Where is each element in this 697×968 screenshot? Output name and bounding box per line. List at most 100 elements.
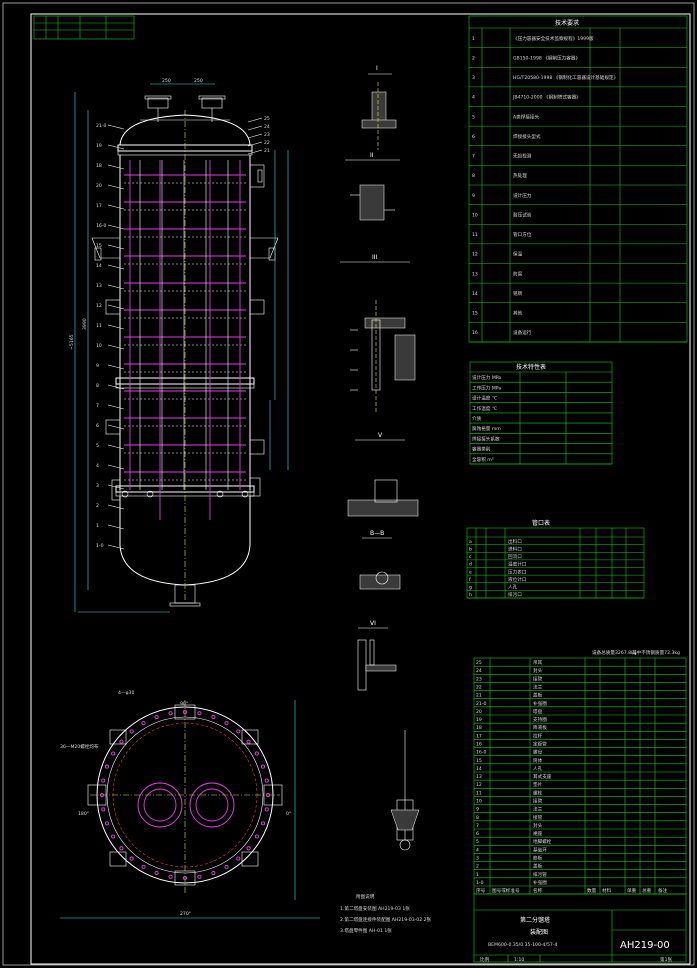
- title-spec: BEM600-0.35/0.35-100-4/57-4: [488, 942, 558, 948]
- parts-row-no: 5: [476, 839, 479, 845]
- parts-row-name: 筒体: [533, 757, 543, 764]
- bolt-hole: [211, 870, 216, 876]
- bolt-hole: [264, 778, 269, 783]
- leader-label: 14: [96, 263, 102, 269]
- parts-row-no: 25: [476, 660, 482, 666]
- mass2-label: 其中不锈钢质量72.3kg: [632, 649, 680, 656]
- leader-line: [247, 133, 263, 139]
- tech-row-no: 16: [472, 330, 478, 336]
- leader-line: [107, 484, 125, 490]
- tech-row-text: 耐压试验: [513, 211, 532, 218]
- tech-row-no: 6: [472, 134, 475, 140]
- leader-label: 10: [96, 343, 102, 349]
- tech-row-no: 7: [472, 154, 475, 160]
- leader-label: 1: [96, 523, 99, 529]
- bolt-hole: [111, 834, 116, 839]
- label-view-III: III: [372, 254, 378, 261]
- leader-line: [107, 124, 125, 130]
- bolt-hole: [129, 729, 134, 734]
- parts-row-name: 封头: [533, 667, 543, 674]
- parts-row-no: 23: [476, 676, 482, 682]
- parts-row-name: 法兰: [533, 684, 543, 691]
- parts-row-name: 垫片: [533, 781, 543, 788]
- bolt-hole: [168, 711, 173, 716]
- bolt-hole: [99, 792, 105, 798]
- parts-row-name: 地脚螺栓: [533, 838, 552, 845]
- parts-row-no: 17: [476, 733, 482, 739]
- bolt-hole: [224, 721, 229, 726]
- leader-label: 24: [264, 124, 270, 130]
- leader-line: [247, 125, 263, 131]
- parts-row-name: 接管: [533, 814, 543, 821]
- tech-row-text: 《压力容器安全技术监察规程》1999版: [513, 35, 594, 42]
- leader-line: [107, 184, 125, 190]
- tech-row-no: 11: [472, 232, 478, 238]
- parts-row-name: 定距管: [533, 741, 547, 748]
- nozzle-row-name: 出料口: [508, 538, 522, 545]
- tower-elevation: [91, 95, 279, 607]
- leader-line: [107, 424, 125, 430]
- parts-header-cell: 图号或标准号: [492, 887, 520, 894]
- leader-line: [107, 204, 125, 210]
- parts-row-no: 2: [476, 864, 479, 870]
- design-row-label: 腐蚀裕量 mm: [472, 425, 501, 432]
- parts-row-no: 11: [476, 790, 482, 796]
- nozzle-row-sym: d: [469, 562, 472, 568]
- nozzle-row-name: 压力表口: [508, 568, 527, 575]
- leader-line: [247, 149, 263, 155]
- parts-header-cell: 数量: [587, 887, 597, 894]
- nozzle-row-name: 排污口: [508, 591, 522, 598]
- leader-line: [107, 344, 125, 350]
- tech-row-no: 4: [472, 95, 475, 101]
- tech-row-text: 焊接接头型式: [513, 133, 541, 140]
- parts-row-no: 15: [476, 758, 482, 764]
- tech-row-no: 9: [472, 193, 475, 199]
- bolt-hole: [101, 778, 106, 783]
- nozzle-row-sym: a: [469, 540, 472, 545]
- tech-row-no: 3: [472, 75, 475, 81]
- design-row-label: 容器类别: [472, 446, 491, 453]
- label-view-V: V: [378, 432, 383, 439]
- parts-row-name: 补强圈: [533, 879, 547, 886]
- leader-line: [247, 141, 263, 147]
- parts-row-name: 塔盘: [533, 708, 543, 715]
- bolt-hole: [129, 856, 134, 861]
- nozzle-row-name: 人孔: [508, 584, 518, 591]
- tech-row-text: 保温: [513, 251, 523, 258]
- design-row-label: 焊接接头系数: [472, 435, 500, 442]
- tech-row-text: JB4710-2000 《钢制塔式容器》: [512, 94, 581, 101]
- notes-title: 附图说明: [356, 893, 375, 900]
- parts-header-cell: 单重: [627, 887, 637, 894]
- leader-label: 19: [96, 143, 102, 149]
- leader-label: 22: [264, 140, 270, 146]
- parts-row-no: 4: [476, 847, 479, 853]
- bolt-hole: [104, 764, 110, 769]
- parts-row-name: 筋板: [533, 855, 543, 862]
- bolt-hole: [182, 709, 188, 715]
- drawing-number: AH219-00: [620, 940, 670, 951]
- bolt-hole: [265, 792, 271, 798]
- tech-row-no: 8: [472, 173, 475, 179]
- leader-label: 15: [96, 243, 102, 249]
- leader-line: [107, 544, 125, 550]
- parts-row-name: 人孔: [533, 765, 543, 772]
- leader-line: [107, 464, 125, 470]
- part-leaders: 21-01918201716-01514131211109876543211-0…: [96, 116, 270, 550]
- bolt-hole: [104, 821, 110, 826]
- leader-label: 5: [96, 443, 99, 449]
- leader-label: 23: [264, 132, 270, 138]
- label-angle-180: 180°: [78, 811, 89, 817]
- parts-row-name: 法兰: [533, 806, 543, 813]
- label-view-II: II: [370, 152, 374, 159]
- leader-label: 16-0: [96, 223, 107, 229]
- leader-line: [107, 384, 125, 390]
- parts-row-no: 13: [476, 774, 482, 780]
- dim-250b: 250: [194, 78, 203, 84]
- sheet-label: 第1张: [660, 956, 673, 963]
- leader-line: [107, 164, 125, 170]
- label-angle-90: 90°: [180, 701, 188, 707]
- leader-label: 2: [96, 503, 99, 509]
- parts-row-no: 3: [476, 856, 479, 862]
